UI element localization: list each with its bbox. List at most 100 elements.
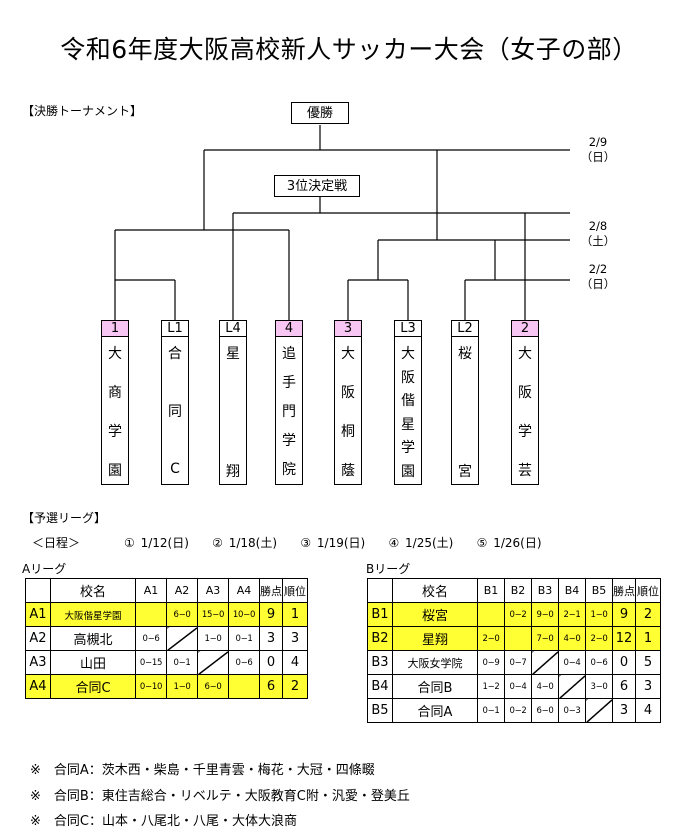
- champion-box: 優勝: [291, 102, 349, 124]
- team-seed: 1: [101, 320, 129, 337]
- page-title: 令和6年度大阪高校新人サッカー大会（女子の部）: [60, 35, 638, 64]
- school-name: 高槻北: [50, 626, 136, 651]
- school-name: 合同B: [392, 674, 478, 699]
- score-cell: 7−0: [531, 626, 559, 651]
- bracket-lines: [114, 125, 570, 320]
- row-id: B3: [367, 650, 393, 675]
- score-cell: 0−9: [477, 650, 505, 675]
- points-cell: 0: [612, 650, 636, 675]
- team-name: 追手門学院: [275, 337, 303, 485]
- score-cell: [197, 650, 229, 675]
- rank-cell: 3: [635, 674, 661, 699]
- score-cell: 0−2: [504, 698, 532, 723]
- note-godo-b: ※ 合同B：東住吉総合・リベルテ・大阪教育C附・汎愛・登美丘: [30, 789, 410, 804]
- team-seed: 4: [275, 320, 303, 337]
- league-b-label: Bリーグ: [366, 562, 411, 576]
- score-cell: 9−0: [531, 602, 559, 627]
- final-tournament-heading: 【決勝トーナメント】: [22, 104, 143, 118]
- team-seed: 2: [511, 320, 539, 337]
- score-cell: [228, 674, 260, 699]
- points-cell: 3: [612, 698, 636, 723]
- score-cell: 2−0: [477, 626, 505, 651]
- score-cell: 4−0: [558, 626, 586, 651]
- header-cell: 校名: [392, 578, 478, 603]
- row-id: A3: [25, 650, 51, 675]
- team-name: 大商学園: [101, 337, 129, 485]
- score-cell: 6−0: [166, 602, 198, 627]
- school-name: 合同A: [392, 698, 478, 723]
- score-cell: 6−0: [531, 698, 559, 723]
- score-cell: [135, 602, 167, 627]
- score-cell: 0−4: [558, 650, 586, 675]
- note-godo-c: ※ 合同C：山本・八尾北・八尾・大体大浪商: [30, 814, 297, 829]
- team-name: 大阪学芸: [511, 337, 539, 485]
- row-id: B2: [367, 626, 393, 651]
- score-cell: 0−2: [504, 602, 532, 627]
- score-cell: 1−2: [477, 674, 505, 699]
- score-cell: 1−0: [166, 674, 198, 699]
- quarterfinal-date: 2/2（日）: [580, 262, 616, 291]
- header-cell: 校名: [50, 578, 136, 603]
- league-a-label: Aリーグ: [22, 562, 67, 576]
- score-cell: 0−1: [477, 698, 505, 723]
- score-cell: [585, 698, 613, 723]
- final-date: 2/9（日）: [580, 135, 616, 164]
- team-seed: 3: [334, 320, 362, 337]
- header-cell: B4: [558, 578, 586, 603]
- header-cell: 勝点: [612, 578, 636, 603]
- score-cell: 4−0: [531, 674, 559, 699]
- rank-cell: 1: [282, 602, 308, 627]
- header-cell: B3: [531, 578, 559, 603]
- team-name: 大阪桐蔭: [334, 337, 362, 485]
- header-cell: 順位: [635, 578, 661, 603]
- rank-cell: 4: [282, 650, 308, 675]
- header-cell: A1: [135, 578, 167, 603]
- header-cell: A3: [197, 578, 229, 603]
- score-cell: [504, 626, 532, 651]
- header-cell: A4: [228, 578, 260, 603]
- score-cell: 1−0: [197, 626, 229, 651]
- rank-cell: 3: [282, 626, 308, 651]
- team-seed: L2: [451, 320, 479, 337]
- score-cell: 0−7: [504, 650, 532, 675]
- points-cell: 3: [259, 626, 283, 651]
- score-cell: 10−0: [228, 602, 260, 627]
- team-seed: L4: [219, 320, 247, 337]
- score-cell: 0−10: [135, 674, 167, 699]
- score-cell: [531, 650, 559, 675]
- school-name: 大阪偕星学園: [50, 602, 136, 627]
- points-cell: 9: [259, 602, 283, 627]
- score-cell: 6−0: [197, 674, 229, 699]
- score-cell: 1−0: [585, 602, 613, 627]
- row-id: A1: [25, 602, 51, 627]
- team-name: 桜宮: [451, 337, 479, 485]
- score-cell: [477, 602, 505, 627]
- rank-cell: 2: [282, 674, 308, 699]
- team-seed: L1: [161, 320, 189, 337]
- header-cell: B2: [504, 578, 532, 603]
- note-godo-a: ※ 合同A：茨木西・柴島・千里青雲・梅花・大冠・四條畷: [30, 763, 375, 778]
- header-cell: 順位: [282, 578, 308, 603]
- points-cell: 9: [612, 602, 636, 627]
- row-id: B5: [367, 698, 393, 723]
- score-cell: 3−0: [585, 674, 613, 699]
- score-cell: 0−1: [166, 650, 198, 675]
- school-name: 合同C: [50, 674, 136, 699]
- points-cell: 6: [259, 674, 283, 699]
- score-cell: 0−6: [585, 650, 613, 675]
- third-place-box: 3位決定戦: [274, 175, 360, 197]
- semifinal-date: 2/8（土）: [580, 219, 616, 248]
- points-cell: 12: [612, 626, 636, 651]
- row-id: A4: [25, 674, 51, 699]
- rank-cell: 5: [635, 650, 661, 675]
- score-cell: 0−3: [558, 698, 586, 723]
- row-id: A2: [25, 626, 51, 651]
- team-seed: L3: [394, 320, 422, 337]
